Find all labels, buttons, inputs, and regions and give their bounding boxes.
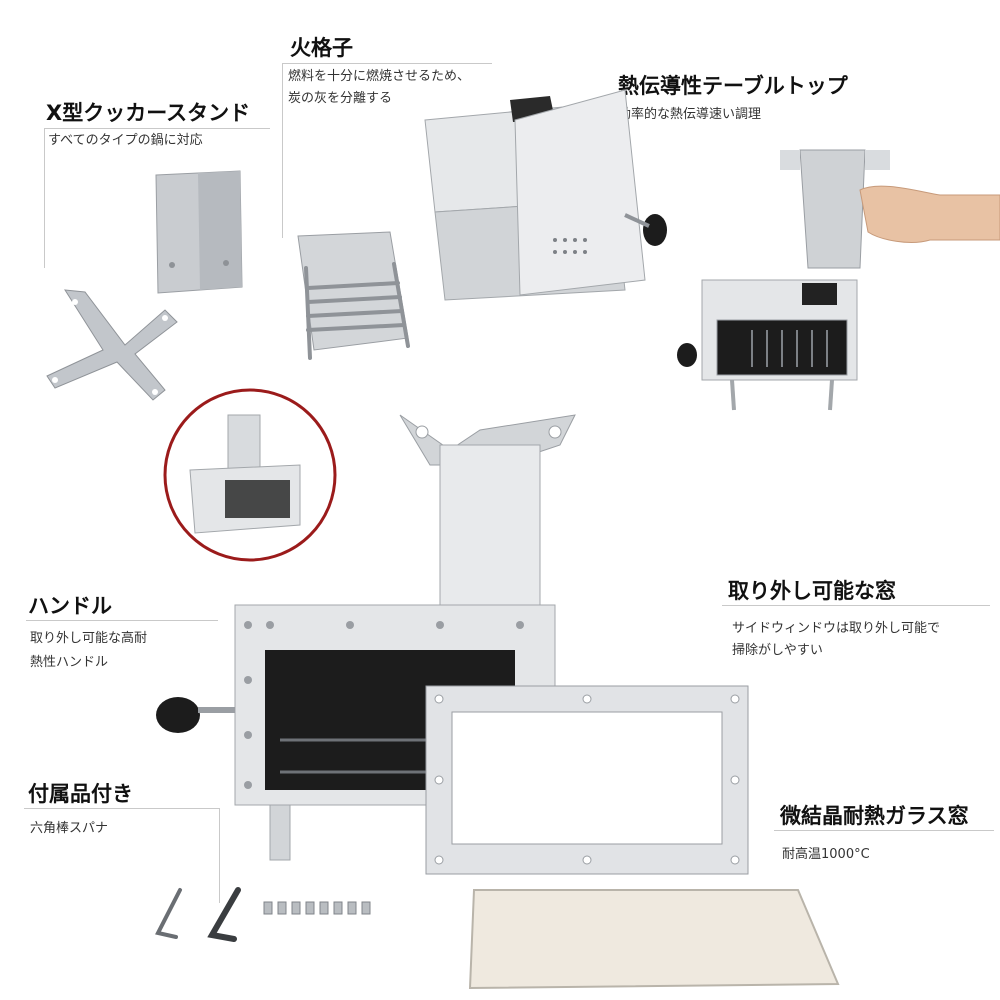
accessories-title: 付属品付き [28,782,133,806]
fire-grate-title: 火格子 [290,36,353,60]
chimney-with-hand-illustration [780,149,1000,269]
hex-key-wrench-illustration [155,887,241,942]
handle-desc-line2: 熱性ハンドル [30,655,109,670]
divider [722,605,990,606]
window-title: 取り外し可能な窓 [728,579,896,603]
divider [44,128,45,268]
divider [282,63,283,238]
main-stove-illustration [156,414,576,861]
fire-grate-illustration [297,231,410,360]
handle-desc-line1: 取り外し可能な高耐 [30,631,148,646]
divider [44,128,270,129]
fire-grate-desc-line1: 燃料を十分に燃焼させるため、 [288,69,471,84]
divider [282,63,492,64]
removable-window-frame-illustration [425,685,749,875]
glass-desc: 耐高温1000°C [782,847,870,862]
stove-body-illustration [424,89,667,301]
window-desc-line1: サイドウィンドウは取り外し可能で [732,621,941,636]
cross-plate-illustration [46,289,178,401]
divider [774,830,994,831]
stove-with-window-illustration [677,279,858,411]
glass-title: 微結晶耐熱ガラス窓 [780,804,969,828]
heat-resistant-glass-illustration [468,889,840,990]
cooker-stand-sleeve-illustration [155,170,243,294]
divider [219,808,220,903]
cooker-stand-desc: すべてのタイプの鍋に対応 [48,133,203,148]
divider [24,808,220,809]
fire-grate-desc-line2: 炭の灰を分離する [288,91,393,106]
window-desc-line2: 掃除がしやすい [732,643,823,658]
divider [26,620,218,621]
screws-illustration [263,901,371,915]
tabletop-title: 熱伝導性テーブルトップ [618,74,848,98]
highlight-circle-illustration [163,388,337,562]
handle-title: ハンドル [28,594,112,618]
accessories-desc: 六角棒スパナ [30,821,109,836]
cooker-stand-title: X型クッカースタンド [46,101,251,125]
tabletop-desc: 効率的な熱伝導速い調理 [618,107,762,122]
